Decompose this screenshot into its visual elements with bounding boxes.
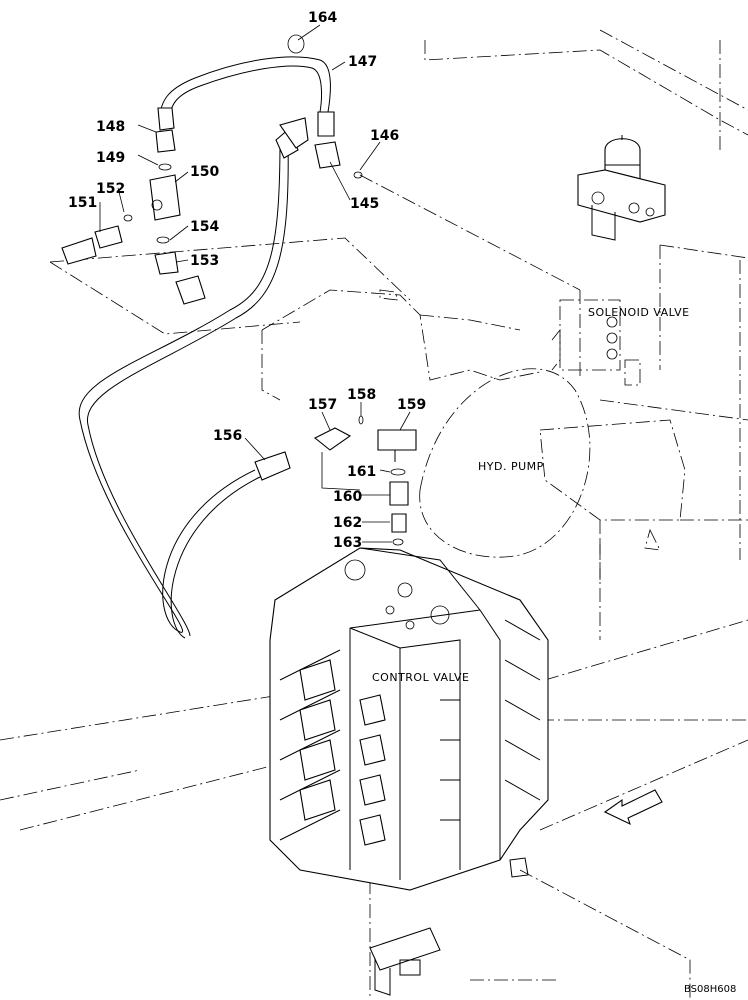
callout-147: 147 <box>348 54 377 70</box>
callout-150: 150 <box>190 164 219 180</box>
frame-outlines <box>0 29 748 1000</box>
callout-149: 149 <box>96 150 125 166</box>
engine-block-outline <box>261 289 541 401</box>
callout-158: 158 <box>347 387 376 403</box>
hose-156 <box>78 117 309 639</box>
drawing-reference: BS08H608 <box>684 984 736 995</box>
fittings-cluster <box>61 129 363 305</box>
callout-153: 153 <box>190 253 219 269</box>
hydraulic-pump: HYD. PUMP <box>419 368 686 580</box>
callout-163: 163 <box>333 535 362 551</box>
callout-154: 154 <box>190 219 219 235</box>
hose-147 <box>157 34 335 137</box>
callout-156: 156 <box>213 428 242 444</box>
callout-157: 157 <box>308 397 337 413</box>
callout-161: 161 <box>347 464 376 480</box>
callout-151: 151 <box>68 195 97 211</box>
pump-fittings <box>313 415 417 546</box>
callouts: 164 147 148 149 150 152 151 154 153 146 … <box>68 10 426 551</box>
callout-164: 164 <box>308 10 337 26</box>
callout-145: 145 <box>350 196 379 212</box>
forward-arrow-icon <box>603 789 663 826</box>
solenoid-valve-label: SOLENOID VALVE <box>588 306 690 319</box>
bottom-bracket <box>369 857 529 996</box>
callout-146: 146 <box>370 128 399 144</box>
control-valve: CONTROL VALVE <box>269 547 549 891</box>
callout-159: 159 <box>397 397 426 413</box>
accumulator <box>577 135 666 241</box>
solenoid-valve: SOLENOID VALVE <box>551 299 690 386</box>
callout-162: 162 <box>333 515 362 531</box>
hyd-pump-label: HYD. PUMP <box>478 460 544 473</box>
control-valve-label: CONTROL VALVE <box>372 671 469 684</box>
callout-148: 148 <box>96 119 125 135</box>
callout-160: 160 <box>333 489 362 505</box>
leader-lines <box>99 24 411 543</box>
callout-152: 152 <box>96 181 125 197</box>
